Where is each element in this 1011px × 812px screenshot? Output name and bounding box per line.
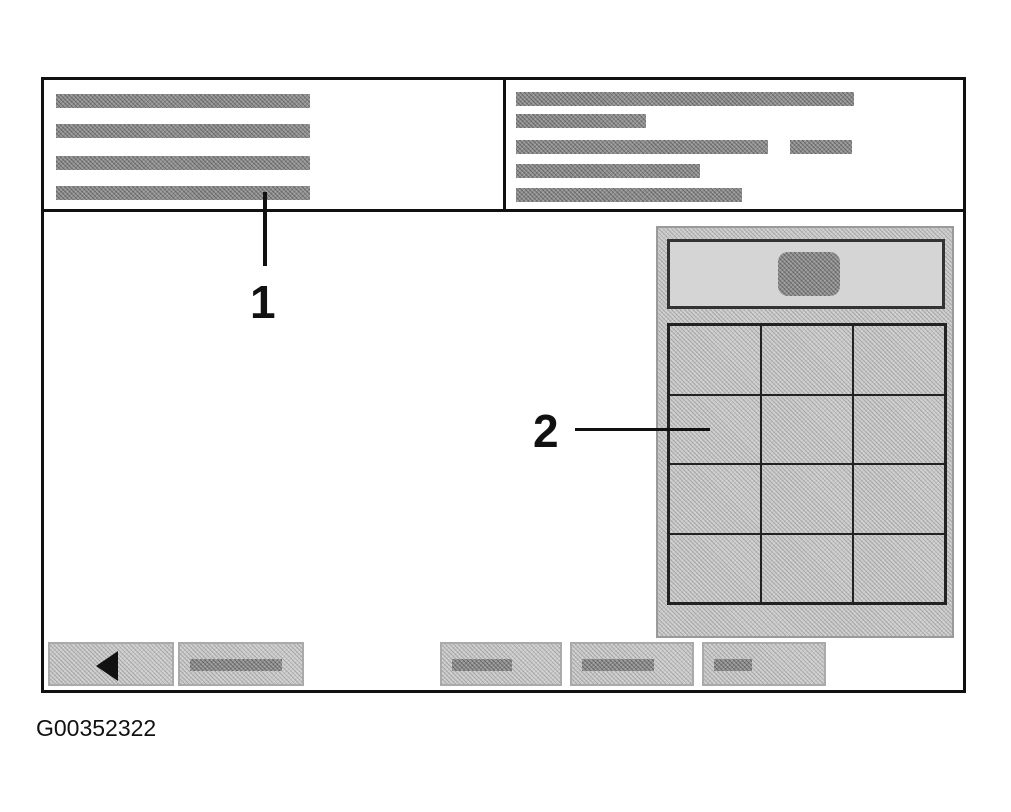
footer-button[interactable] <box>440 642 562 686</box>
back-button[interactable] <box>48 642 174 686</box>
keypad-key[interactable] <box>669 533 761 603</box>
keypad-key[interactable] <box>853 325 945 395</box>
info-line <box>516 140 768 154</box>
info-line <box>56 186 310 200</box>
callout-1-leader <box>263 192 267 266</box>
info-line <box>516 92 854 106</box>
keypad-key[interactable] <box>853 533 945 603</box>
keypad-key[interactable] <box>761 464 853 534</box>
keypad-key[interactable] <box>761 394 853 464</box>
footer-button-label <box>190 659 282 671</box>
footer-button-label <box>452 659 512 671</box>
info-line <box>56 94 310 108</box>
keypad-display <box>667 239 945 309</box>
keypad-panel <box>656 226 954 638</box>
footer-button[interactable] <box>702 642 826 686</box>
info-line <box>790 140 852 154</box>
callout-1-label: 1 <box>250 276 276 328</box>
display-value <box>778 252 840 296</box>
footer-button-label <box>582 659 654 671</box>
info-line <box>516 164 700 178</box>
footer-button-label <box>714 659 752 671</box>
keypad-key[interactable] <box>669 464 761 534</box>
callout-2-label: 2 <box>533 405 559 457</box>
footer-button[interactable] <box>178 642 304 686</box>
header-info-left <box>44 80 506 212</box>
display-screen <box>41 77 966 693</box>
callout-2-leader <box>575 428 710 431</box>
keypad-key[interactable] <box>669 394 761 464</box>
figure-code: G00352322 <box>36 715 157 741</box>
footer-toolbar <box>44 640 963 690</box>
info-line <box>516 114 646 128</box>
footer-button[interactable] <box>570 642 694 686</box>
keypad-key[interactable] <box>853 394 945 464</box>
keypad-grid <box>667 323 947 605</box>
info-line <box>56 156 310 170</box>
info-line <box>56 124 310 138</box>
info-line <box>516 188 742 202</box>
keypad-key[interactable] <box>761 325 853 395</box>
left-arrow-icon <box>96 651 118 681</box>
header-info-right <box>506 80 963 212</box>
keypad-key[interactable] <box>853 464 945 534</box>
keypad-key[interactable] <box>669 325 761 395</box>
keypad-key[interactable] <box>761 533 853 603</box>
